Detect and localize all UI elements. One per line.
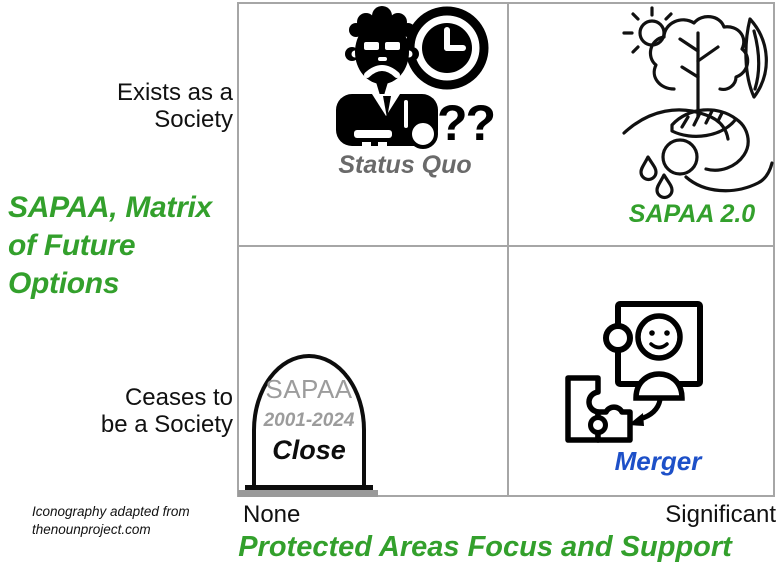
x-axis-label-none: None <box>243 501 301 528</box>
arrow-icon <box>628 397 663 426</box>
small-puzzle-pieces-icon <box>565 375 633 443</box>
question-marks-icon: ?? <box>437 95 494 151</box>
water-drops-icon <box>639 155 674 200</box>
y-axis-label-bottom: Ceases to be a Society <box>100 384 233 439</box>
quadrant-label-sapaa20: SAPAA 2.0 <box>628 200 756 228</box>
clock-icon <box>405 6 489 90</box>
tombstone-icon: SAPAA 2001-2024 Close <box>252 354 366 490</box>
tree-icon <box>648 15 768 119</box>
attribution-note: Iconography adapted from thenounproject.… <box>32 504 190 537</box>
tombstone-base <box>245 485 373 491</box>
tombstone-name: SAPAA <box>265 374 353 404</box>
quadrant-label-close: Close <box>272 435 346 465</box>
tree-planting-growth-icon <box>622 6 774 200</box>
grid-horizontal-divider <box>239 245 773 247</box>
tombstone-years: 2001-2024 <box>263 410 355 431</box>
matrix-title: SAPAA, Matrix of Future Options <box>8 191 212 301</box>
puzzle-pieces-joining-icon <box>565 301 703 443</box>
puzzle-square-person-icon <box>603 301 703 401</box>
frowning-man-clock-questions-icon: ?? <box>336 6 494 151</box>
tombstone-ground-line <box>238 490 378 497</box>
x-axis-label-significant: Significant <box>665 501 776 528</box>
quadrant-label-status-quo: Status Quo <box>338 151 472 179</box>
quadrant-label-merger: Merger <box>614 446 702 476</box>
frowning-man-icon <box>336 6 438 149</box>
y-axis-label-top: Exists as a Society <box>116 79 233 134</box>
x-axis-title: Protected Areas Focus and Support <box>238 531 732 563</box>
grid-vertical-divider <box>507 4 509 495</box>
hand-planting-icon <box>622 108 774 193</box>
